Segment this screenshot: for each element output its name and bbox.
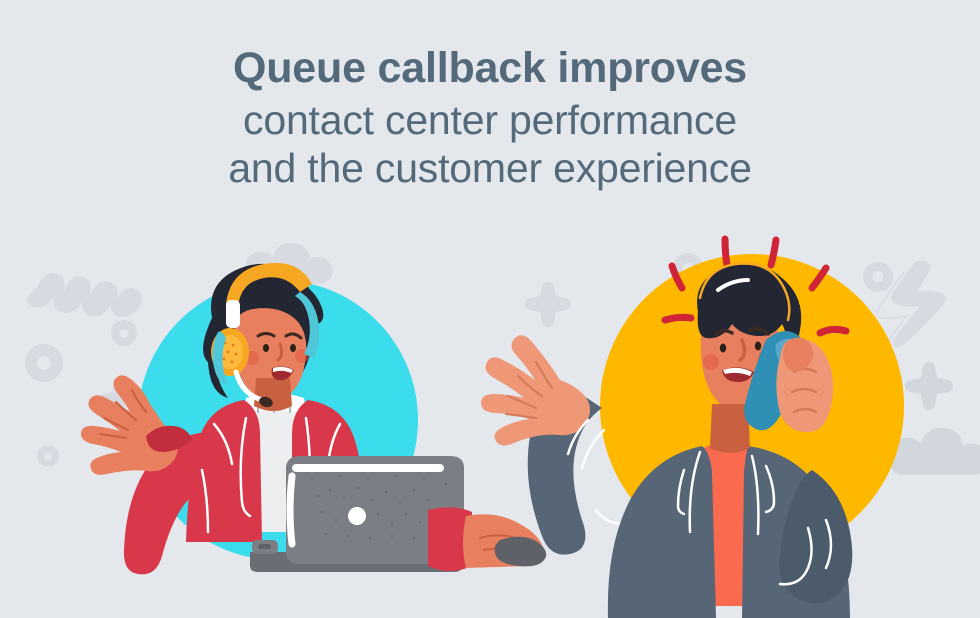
lightning-bolt — [891, 260, 947, 348]
contact-center-agent-illustration — [80, 262, 547, 575]
ring-tiny — [37, 445, 60, 467]
agent-headset — [211, 262, 320, 408]
cloud-shape-right — [889, 427, 980, 475]
customer-eyebrow-right — [748, 326, 770, 336]
headset-band-teal-right — [295, 292, 320, 358]
customer-blush-left — [703, 354, 719, 370]
stress-dash-5 — [661, 313, 695, 324]
agent-sleeve-cuff-left — [146, 425, 192, 452]
page-title: Queue callback improves contact center p… — [0, 44, 980, 193]
stress-dash-2 — [721, 235, 731, 269]
laptop-lid-side-highlight — [286, 472, 296, 548]
laptop-lid-top-highlight — [292, 464, 444, 472]
customer-hair-outline — [698, 262, 791, 322]
agent-hair-side-strand — [207, 318, 228, 398]
customer-raised-arm — [481, 335, 626, 555]
agent-nose — [276, 342, 284, 362]
stress-dashes — [661, 235, 850, 337]
customer-eye-left — [719, 343, 727, 353]
decor-group-left — [25, 272, 143, 467]
ring-small — [111, 320, 138, 346]
agent-teeth — [273, 366, 293, 373]
agent-face — [233, 308, 307, 401]
sparkle-plus-center — [525, 282, 571, 327]
laptop-lid — [286, 456, 464, 564]
customer-jacket-arm-right — [779, 470, 853, 604]
headset-mic-tip — [259, 396, 273, 408]
sparkle-plus-right — [905, 362, 953, 410]
customer-teeth — [723, 367, 752, 376]
laptop-lid-texture — [310, 474, 448, 540]
customer-hand-lines — [505, 361, 553, 419]
agent-neck — [254, 378, 292, 411]
headset-band-joint — [226, 300, 240, 328]
customer-nose — [738, 338, 747, 362]
decor-group-right — [875, 260, 980, 475]
stress-dash-3 — [767, 236, 780, 269]
stress-dash-6 — [816, 325, 850, 337]
customer-eye-right — [754, 341, 762, 351]
customer-jacket-left — [607, 446, 716, 618]
customer-hair-highlight — [716, 278, 750, 292]
scribble-zigzag — [27, 272, 143, 318]
headset-earcup-texture — [222, 341, 238, 364]
customer-thumb — [782, 337, 814, 372]
headline-line-2: contact center performance — [243, 96, 737, 143]
customer-on-phone-illustration — [481, 235, 904, 618]
agent-sleeve-right — [428, 507, 472, 571]
ring-top-right — [863, 262, 894, 292]
laptop-logo-dot — [348, 507, 366, 525]
headset-earcup-shell — [212, 331, 228, 384]
stress-dash-1 — [668, 262, 686, 292]
customer-jacket-folds — [676, 450, 833, 586]
customer-torso — [607, 442, 853, 618]
agent-hand-lines — [99, 389, 147, 439]
agent-mouse-arm — [428, 507, 547, 571]
headline-line-1: Queue callback improves — [232, 44, 748, 92]
laptop-base-foot-notch — [258, 544, 271, 549]
customer-neck — [710, 404, 750, 453]
agent-eyebrow-right — [284, 332, 303, 340]
headset-mic-boom — [233, 369, 265, 403]
sparkle-plus-left — [99, 379, 139, 419]
computer-mouse — [494, 536, 547, 567]
customer-phone-hand — [744, 331, 834, 433]
customer-head — [697, 262, 802, 453]
laptop — [250, 456, 464, 572]
headset-band — [226, 262, 312, 308]
agent-eye-left — [263, 344, 269, 352]
headline-line-3: and the customer experience — [228, 145, 752, 192]
customer-eyebrow-left — [714, 329, 734, 336]
agent-eye-right — [290, 344, 296, 352]
agent-eyebrow-left — [256, 332, 276, 338]
ring-large — [25, 344, 64, 382]
stress-dash-4 — [808, 264, 830, 292]
